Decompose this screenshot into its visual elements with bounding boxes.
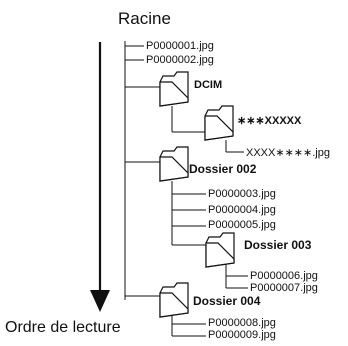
file-d3-1: P0000006.jpg bbox=[250, 270, 318, 282]
file-d2-2: P0000004.jpg bbox=[208, 204, 276, 216]
reading-order-label: Ordre de lecture bbox=[5, 319, 121, 336]
tree-lines bbox=[124, 41, 248, 337]
folder-icon-subfolder bbox=[204, 105, 234, 141]
file-d2-3: P0000005.jpg bbox=[208, 219, 276, 231]
root-label: Racine bbox=[118, 9, 171, 28]
file-d4-1: P0000008.jpg bbox=[208, 317, 276, 329]
file-d3-2: P0000007.jpg bbox=[250, 282, 318, 294]
file-d4-2: P0000009.jpg bbox=[208, 329, 276, 341]
folder-icon-dossier-003 bbox=[205, 232, 235, 268]
folder-label-dcim: DCIM bbox=[194, 79, 223, 91]
file-d2-1: P0000003.jpg bbox=[208, 188, 276, 200]
folder-label-dossier-004: Dossier 004 bbox=[193, 294, 261, 308]
folder-icon-dcim bbox=[159, 71, 189, 107]
folder-label-dossier-003: Dossier 003 bbox=[244, 238, 312, 252]
file-root-2: P0000002.jpg bbox=[146, 54, 214, 66]
folder-label-dossier-002: Dossier 002 bbox=[189, 162, 257, 176]
folder-icon-dossier-002 bbox=[159, 146, 189, 182]
reading-order-arrow bbox=[90, 42, 110, 312]
file-dcim: XXXX∗∗∗∗.jpg bbox=[246, 147, 330, 159]
folder-label-subfolder: ∗∗∗XXXXX bbox=[237, 115, 302, 127]
file-root-1: P0000001.jpg bbox=[146, 40, 214, 52]
folder-icon-dossier-004 bbox=[159, 282, 189, 318]
